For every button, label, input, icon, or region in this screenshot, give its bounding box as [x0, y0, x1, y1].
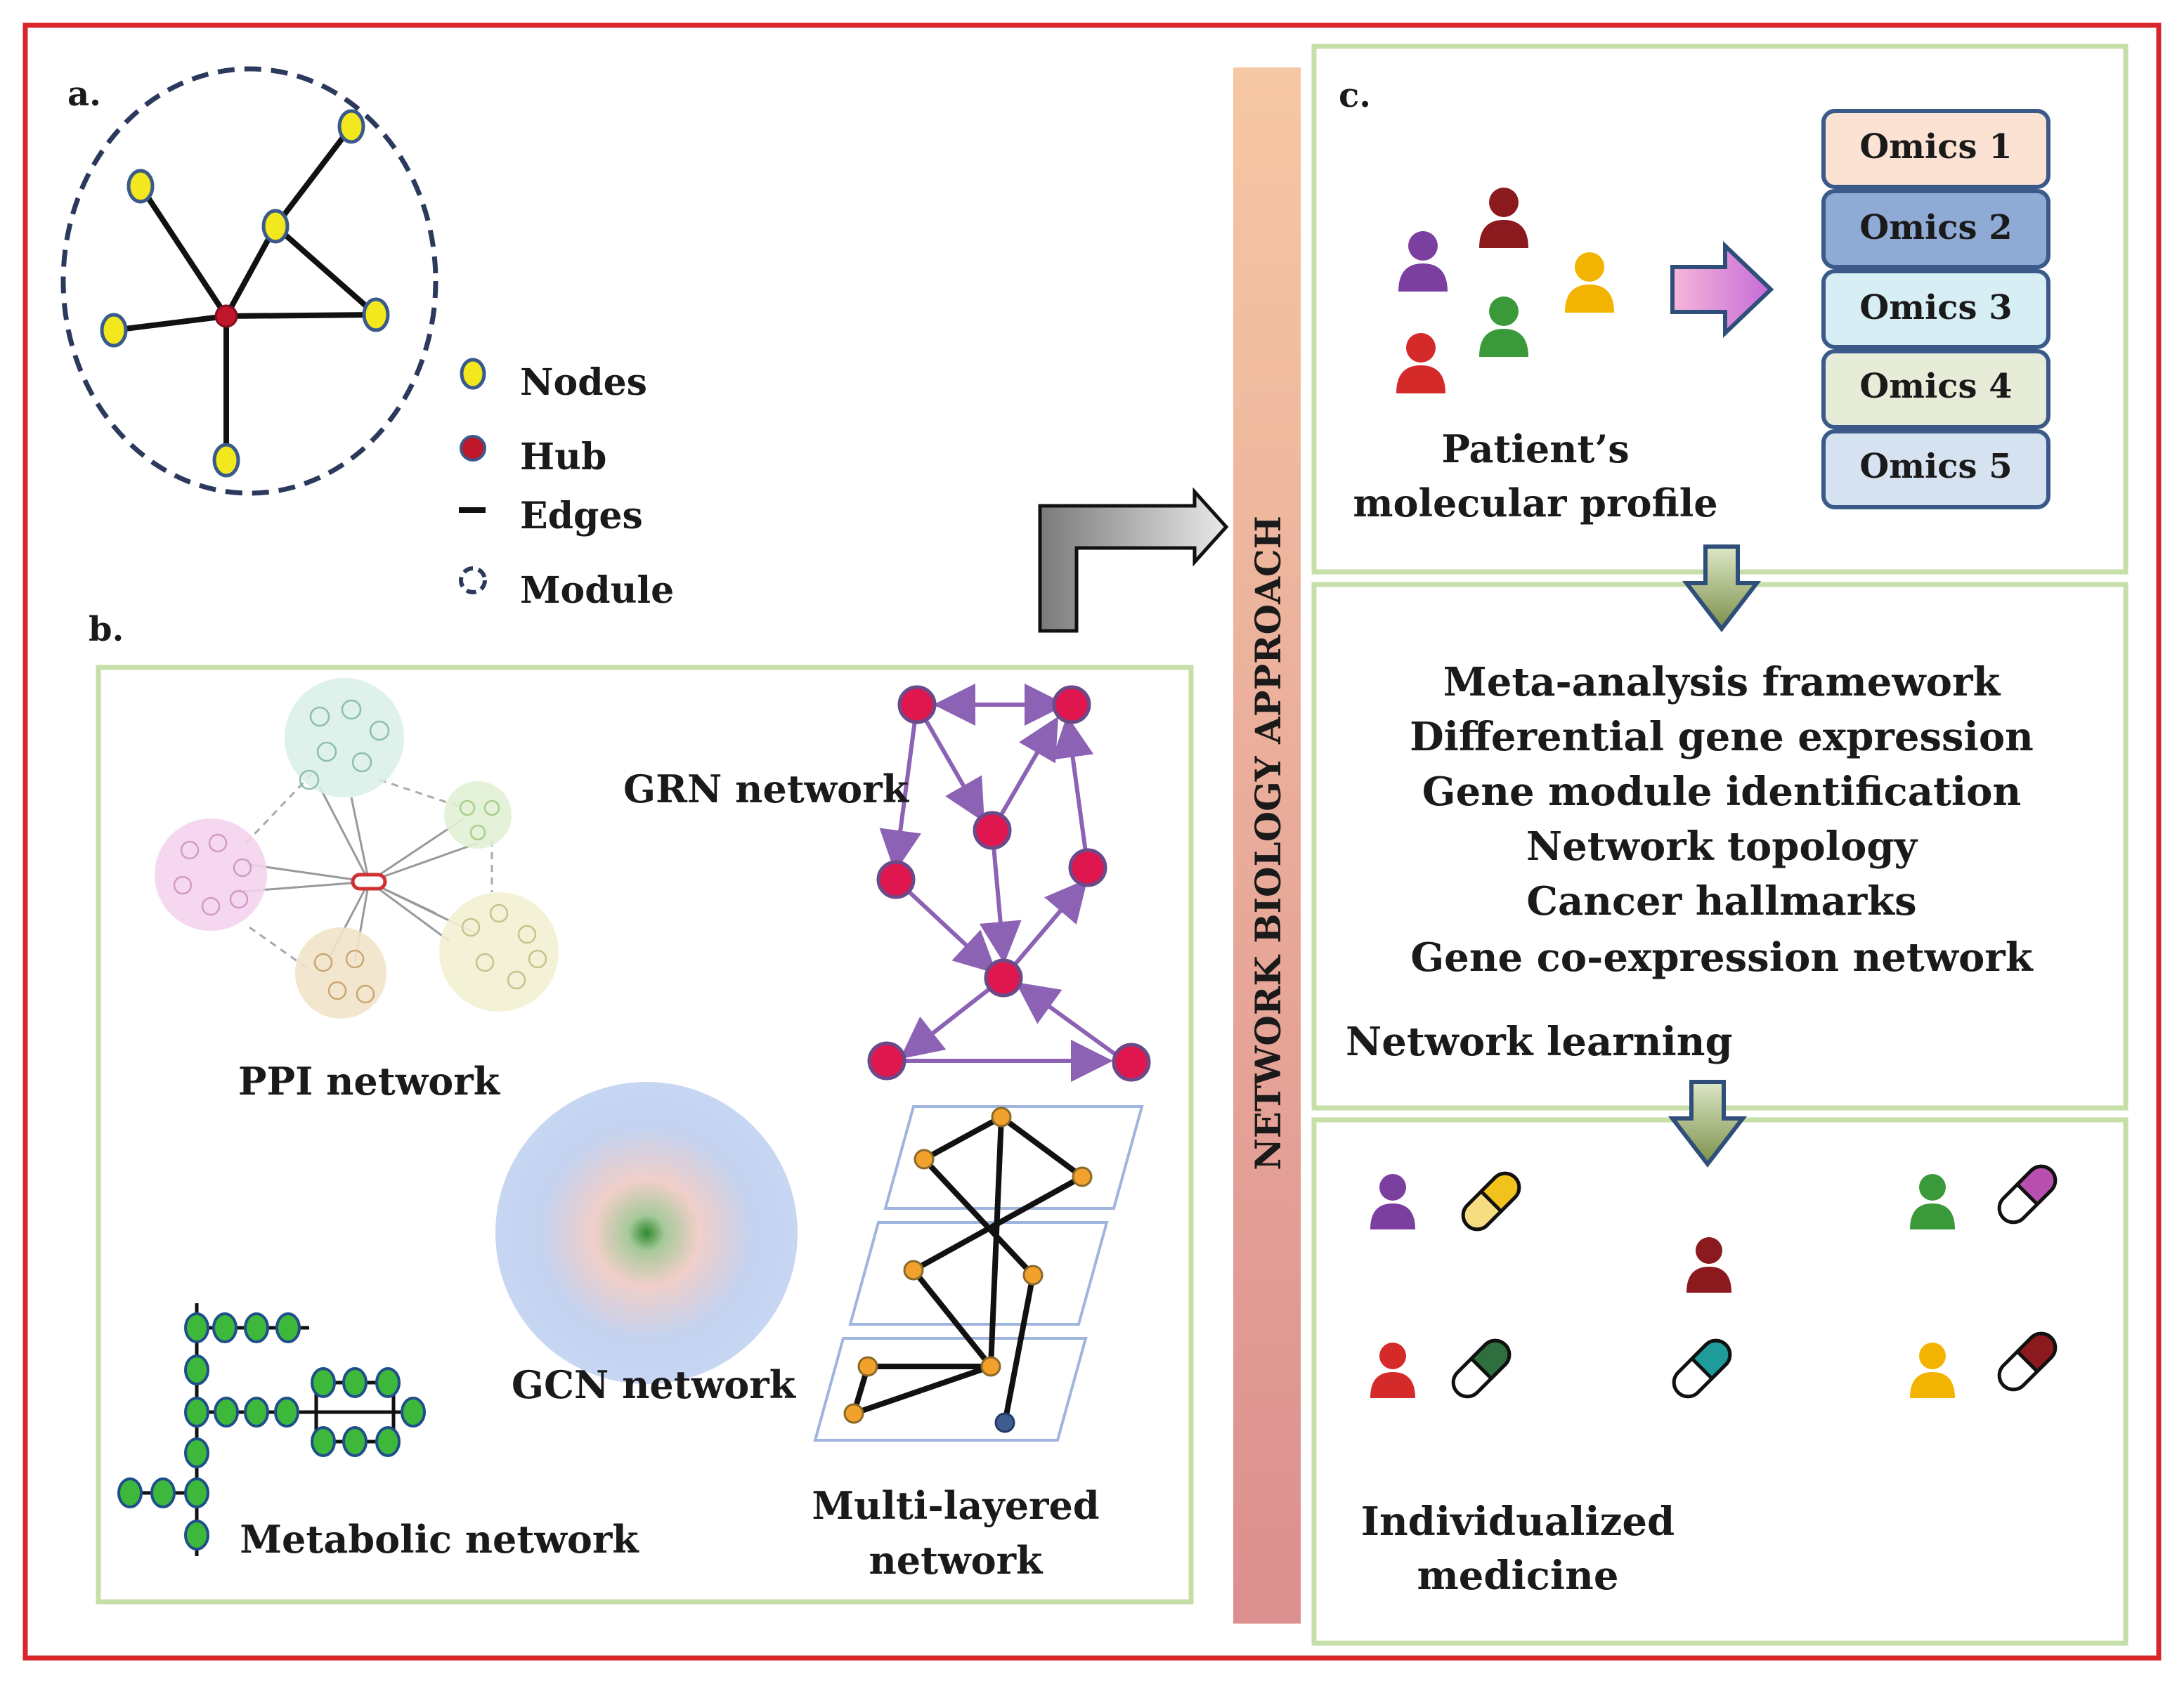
method-item-2: Differential gene expression	[1410, 714, 2034, 760]
grn-nodes	[867, 685, 1151, 1082]
grn-network-label: GRN network	[623, 766, 910, 811]
outer-frame	[22, 22, 2162, 1661]
network-nodes	[100, 109, 390, 478]
omics-box-4	[1821, 349, 2050, 429]
gcn-network-label: GCN network	[512, 1362, 797, 1407]
patient-icons	[1396, 188, 1614, 393]
metabolic-network-graphic	[117, 1303, 426, 1556]
patient-icon	[1686, 1237, 1731, 1293]
node	[362, 297, 390, 332]
omics-stack: Omics 1 Omics 2 Omics 3 Omics 4 Omics 5	[1821, 109, 2050, 509]
omics-label-5: Omics 5	[1859, 447, 2012, 486]
multilayer-network-graphic	[813, 1105, 1144, 1442]
gcn-network-graphic	[495, 1082, 798, 1384]
patient-icon	[1910, 1343, 1955, 1398]
pill-icon	[1997, 1331, 2058, 1392]
legend-nodes-label: Nodes	[520, 361, 647, 404]
patient-profile-label-1: Patient’s	[1441, 426, 1629, 471]
panel-a-label: a.	[67, 74, 101, 114]
omics-label-4: Omics 4	[1859, 367, 2012, 406]
right-arrow-icon	[1670, 240, 1774, 339]
patient-icon	[1370, 1343, 1415, 1398]
patient-icon	[1398, 231, 1448, 292]
omics-label-1: Omics 1	[1859, 127, 2012, 167]
network-biology-banner-label: NETWORK BIOLOGY APPROACH	[1247, 516, 1289, 1170]
pill-icon	[1997, 1164, 2058, 1225]
patient-icon	[1479, 296, 1528, 357]
network-biology-banner	[1233, 67, 1301, 1624]
patient-icon	[1565, 252, 1614, 313]
legend-edge-icon	[459, 507, 486, 513]
omics-box-3	[1821, 269, 2050, 349]
patient-icon	[1370, 1174, 1415, 1229]
method-item-6: Gene co-expression network	[1410, 934, 2033, 981]
omics-label-3: Omics 3	[1859, 288, 2012, 327]
pill-icon	[1451, 1338, 1512, 1399]
omics-box-1	[1821, 109, 2050, 189]
patient-icon	[1910, 1174, 1955, 1229]
grn-network-graphic	[879, 684, 1126, 1082]
method-item-5: Cancer hallmarks	[1526, 878, 1916, 925]
panel-b-frame	[96, 665, 1194, 1605]
module-boundary	[60, 66, 438, 496]
legend-module-icon	[459, 566, 487, 594]
patient-pill-pairs	[1370, 1164, 2058, 1399]
down-arrow-icon-1	[1682, 544, 1762, 632]
elbow-arrow-icon	[1038, 487, 1229, 633]
legend-hub-label: Hub	[520, 436, 606, 478]
individualized-medicine-label-2: medicine	[1417, 1553, 1618, 1599]
method-item-4: Network topology	[1526, 823, 1918, 870]
example-network	[111, 124, 379, 463]
omics-label-2: Omics 2	[1859, 208, 2012, 247]
method-item-3: Gene module identification	[1422, 769, 2021, 815]
panel-b-label: b.	[89, 610, 124, 649]
legend-node-icon	[460, 358, 486, 390]
legend-edges-label: Edges	[520, 495, 643, 537]
pill-icon	[1672, 1338, 1732, 1399]
patient-profile-label-2: molecular profile	[1353, 481, 1717, 526]
panel-c-label: c.	[1339, 76, 1371, 115]
down-arrow-icon-2	[1668, 1080, 1748, 1168]
omics-box-2	[1821, 189, 2050, 269]
legend-module-label: Module	[520, 569, 674, 612]
network-learning-label: Network learning	[1346, 1019, 1733, 1065]
ppi-network-label: PPI network	[238, 1059, 501, 1104]
method-item-1: Meta-analysis framework	[1443, 659, 2001, 705]
node	[212, 443, 240, 478]
metabolic-network-label: Metabolic network	[240, 1517, 639, 1562]
multilayer-network-label-2: network	[869, 1538, 1044, 1583]
multilayer-network-label-1: Multi-layered	[812, 1483, 1099, 1528]
node	[100, 313, 128, 348]
legend-hub-icon	[460, 435, 486, 462]
ppi-network-graphic	[155, 678, 559, 1019]
pill-icon	[1461, 1171, 1521, 1232]
omics-box-5	[1821, 429, 2050, 509]
node	[261, 209, 290, 244]
hub-node	[214, 304, 238, 328]
individualized-medicine-label-1: Individualized	[1361, 1499, 1675, 1545]
node	[126, 169, 155, 204]
node	[337, 109, 365, 144]
patient-icon	[1479, 188, 1528, 248]
patient-icon	[1396, 333, 1445, 393]
